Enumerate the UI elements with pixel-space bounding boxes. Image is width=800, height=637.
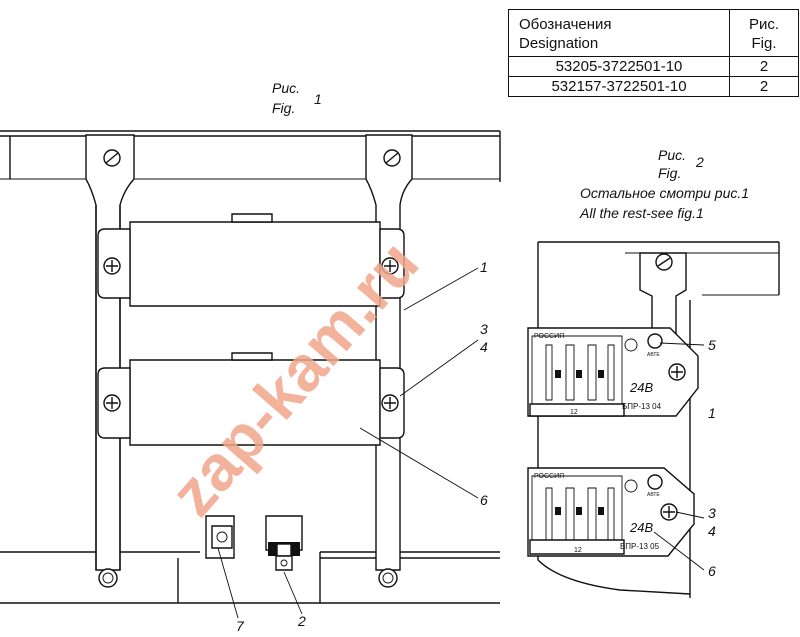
fig2-caption-ru: Рис. — [658, 147, 686, 163]
lower-block-slot: 12 — [574, 547, 582, 554]
lower-block-model: БПР-13 05 — [620, 542, 660, 551]
upper-block-slot: 12 — [570, 409, 578, 416]
fig2-number: 2 — [695, 154, 704, 170]
lower-block-small: АВТЕ — [647, 492, 660, 498]
fig1-number: 1 — [314, 91, 322, 107]
upper-block-model: БПР-13 04 — [622, 402, 662, 411]
fig2-caption-en: Fig. — [658, 165, 681, 181]
callout-7: 7 — [236, 618, 245, 634]
fig2-callout-4: 4 — [708, 523, 716, 539]
header-fig-ru: Рис. — [748, 16, 780, 33]
upper-block-small: АВТЕ — [647, 352, 660, 358]
callout-3: 3 — [480, 321, 488, 337]
fig1-caption-ru: Рис. — [272, 80, 300, 96]
callout-2: 2 — [297, 613, 306, 629]
fig2-callout-6: 6 — [708, 563, 716, 579]
fig1-caption-en: Fig. — [272, 100, 295, 116]
row-fig: 2 — [729, 56, 799, 77]
upper-block-brand: РОССИЯ — [534, 333, 564, 340]
callout-4: 4 — [480, 339, 488, 355]
fig2-note-en: All the rest-see fig.1 — [579, 205, 704, 221]
figure-1-drawing — [0, 130, 501, 619]
header-fig-en: Fig. — [751, 35, 777, 52]
upper-block-voltage: 24В — [629, 380, 653, 395]
table-row: 532157-3722501-10 2 — [508, 76, 799, 97]
lower-block-voltage: 24В — [629, 520, 653, 535]
callout-1: 1 — [480, 259, 488, 275]
fig2-callout-1: 1 — [708, 405, 716, 421]
table-row: 53205-3722501-10 2 — [508, 56, 799, 77]
callout-6: 6 — [480, 492, 488, 508]
fig2-callout-3: 3 — [708, 505, 716, 521]
row-designation: 532157-3722501-10 — [508, 76, 730, 97]
row-designation: 53205-3722501-10 — [508, 56, 730, 77]
row-fig: 2 — [729, 76, 799, 97]
fig2-note-ru: Остальное смотри рис.1 — [580, 185, 749, 201]
header-designation-ru: Обозначения — [519, 16, 612, 33]
lower-block-brand: РОССИЯ — [534, 473, 564, 480]
designation-table: Обозначения Designation Рис. Fig. 53205-… — [508, 9, 799, 97]
fig2-callout-5: 5 — [708, 337, 716, 353]
figure-2-drawing — [527, 241, 780, 598]
header-designation-en: Designation — [519, 35, 599, 52]
designation-table-header: Обозначения Designation Рис. Fig. — [508, 9, 799, 57]
